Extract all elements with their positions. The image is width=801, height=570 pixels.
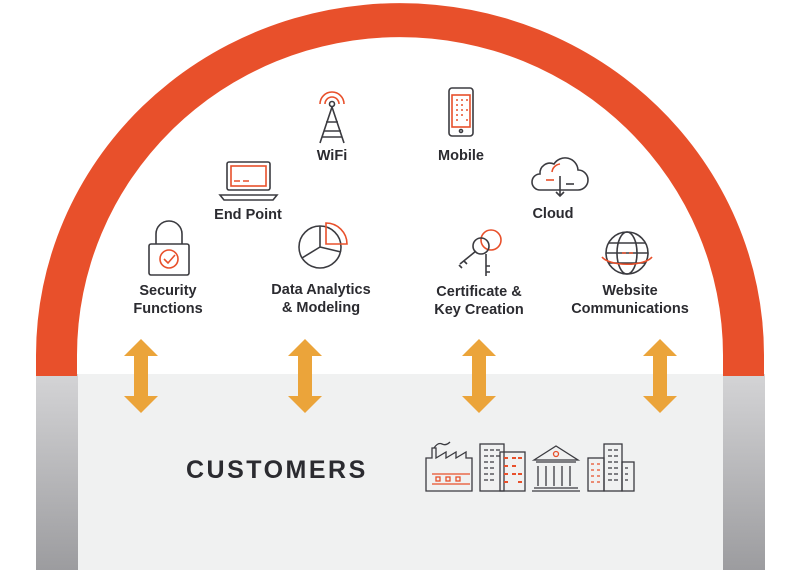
buildings-icon bbox=[425, 441, 635, 492]
label-website: Website Communications bbox=[571, 283, 689, 317]
arrow-security bbox=[124, 339, 158, 413]
label-analytics: Data Analytics & Modeling bbox=[271, 282, 371, 316]
pie-chart-icon bbox=[298, 222, 348, 269]
label-mobile: Mobile bbox=[438, 148, 484, 164]
label-certificate: Certificate & Key Creation bbox=[434, 284, 524, 318]
customers-label: CUSTOMERS bbox=[186, 456, 368, 484]
keys-icon bbox=[458, 229, 502, 276]
customers-band bbox=[36, 374, 765, 570]
solutions-arch bbox=[36, 3, 764, 377]
arrows-group bbox=[124, 339, 677, 413]
arrow-certificate bbox=[462, 339, 496, 413]
cloud-icon bbox=[531, 157, 589, 198]
left-pillar bbox=[36, 374, 78, 570]
label-endpoint: End Point bbox=[214, 207, 282, 223]
arrow-website bbox=[643, 339, 677, 413]
label-security: Security Functions bbox=[133, 283, 203, 317]
label-wifi: WiFi bbox=[316, 148, 348, 164]
label-cloud: Cloud bbox=[532, 206, 574, 222]
wifi-tower-icon bbox=[319, 91, 345, 144]
smartphone-icon bbox=[448, 87, 474, 137]
laptop-icon bbox=[218, 161, 279, 201]
arrow-analytics bbox=[288, 339, 322, 413]
right-pillar bbox=[723, 374, 765, 570]
globe-icon bbox=[601, 231, 653, 275]
padlock-check-icon bbox=[148, 220, 190, 276]
